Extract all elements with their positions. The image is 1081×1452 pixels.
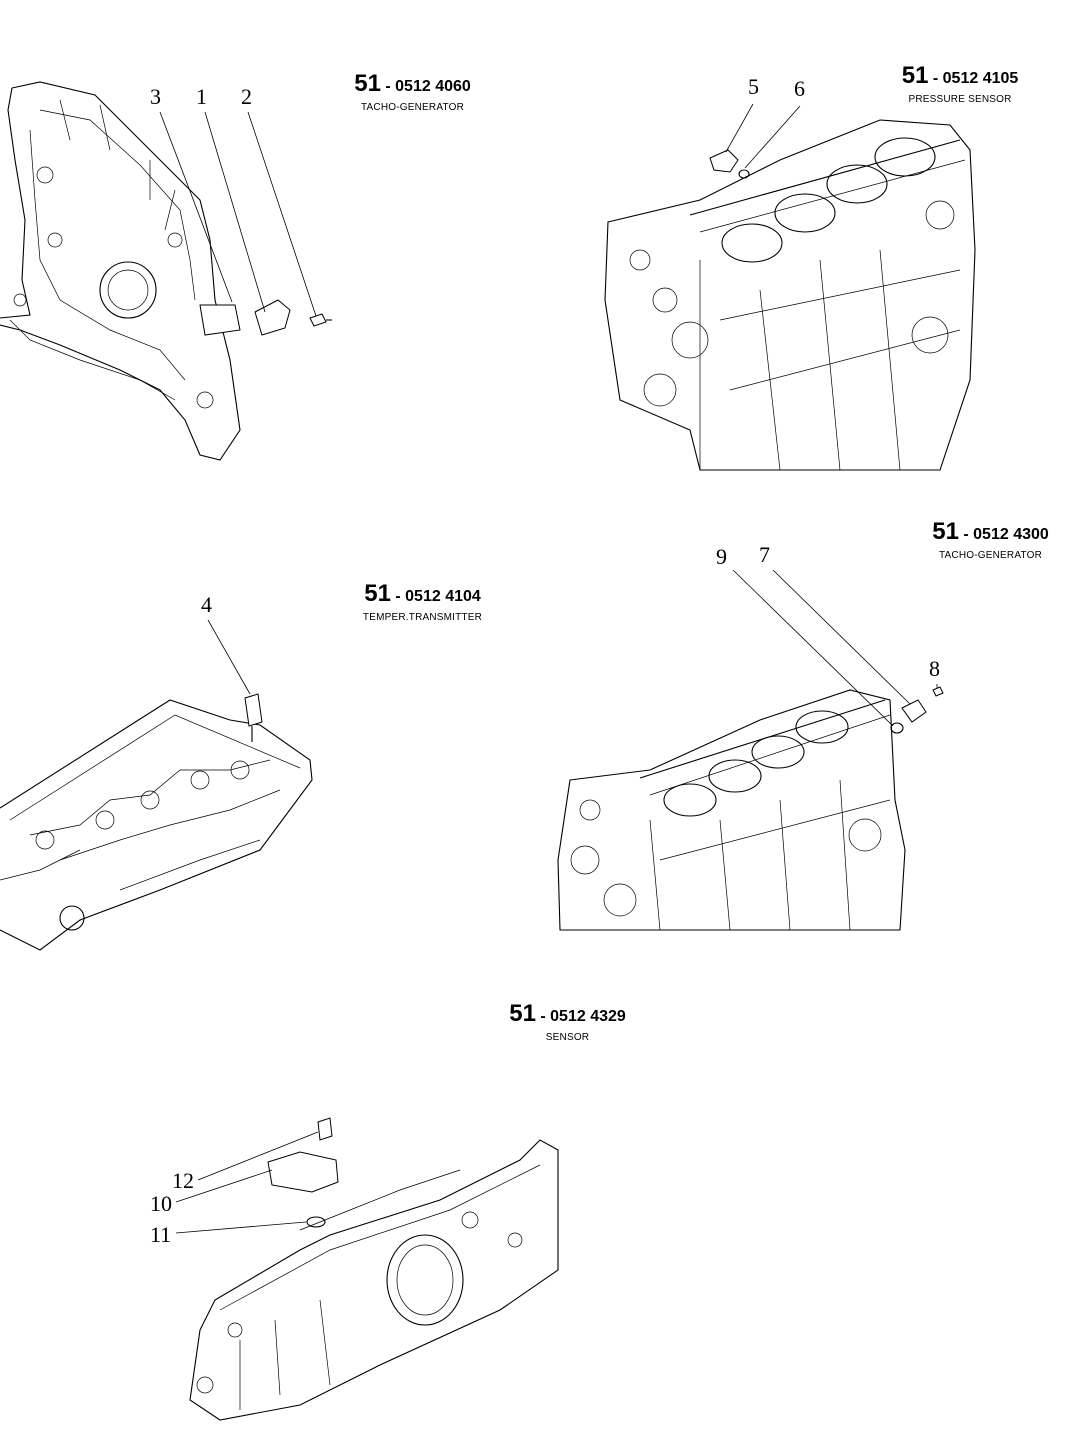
group-number: 51: [901, 62, 929, 89]
drawing-cylinder-head: [0, 693, 313, 951]
group-number: 51: [932, 518, 959, 545]
drawing-engine-block-top: [604, 119, 976, 471]
part-code: - 0512 4060: [385, 78, 471, 95]
callout-2: 2: [241, 84, 252, 109]
callout-5: 5: [748, 74, 759, 99]
callout-3: 3: [150, 84, 161, 109]
section-header: 51 - 0512 4060 TACHO-GENERATOR: [350, 70, 475, 113]
group-number: 51: [509, 1000, 536, 1027]
part-code: - 0512 4105: [932, 70, 1019, 87]
section-header: 51 - 0512 4300 TACHO-GENERATOR: [928, 518, 1053, 561]
section-title: 51 - 0512 4300: [928, 518, 1053, 546]
section-header: 51 - 0512 4105 PRESSURE SENSOR: [895, 62, 1025, 105]
drawing-valve-cover: [189, 1117, 559, 1421]
section-header: 51 - 0512 4104 TEMPER.TRANSMITTER: [360, 580, 485, 623]
section-title: 51 - 0512 4105: [895, 62, 1025, 90]
callout-11: 11: [150, 1222, 172, 1247]
callout-1: 1: [196, 84, 207, 109]
callout-9: 9: [716, 544, 727, 569]
section-header: 51 - 0512 4329 SENSOR: [500, 1000, 635, 1043]
callout-12: 12: [172, 1168, 194, 1193]
section-name: TEMPER.TRANSMITTER: [362, 612, 483, 623]
section-name: TACHO-GENERATOR: [360, 102, 464, 113]
group-number: 51: [364, 580, 391, 607]
drawing-timing-cover: [0, 81, 332, 461]
drawing-engine-block-side: [557, 686, 944, 931]
section-title: 51 - 0512 4060: [350, 70, 475, 98]
part-code: - 0512 4300: [963, 526, 1049, 543]
section-name: PRESSURE SENSOR: [908, 94, 1012, 105]
section-name: TACHO-GENERATOR: [938, 550, 1042, 561]
leader-lines: [159, 103, 938, 1234]
section-title: 51 - 0512 4104: [360, 580, 485, 608]
callout-8: 8: [929, 656, 940, 681]
part-code: - 0512 4104: [395, 588, 481, 605]
section-name: SENSOR: [545, 1032, 590, 1043]
callout-10: 10: [150, 1191, 172, 1216]
callout-4: 4: [201, 592, 212, 617]
section-title: 51 - 0512 4329: [500, 1000, 635, 1028]
callout-6: 6: [794, 76, 805, 101]
part-code: - 0512 4329: [540, 1008, 626, 1025]
group-number: 51: [354, 70, 381, 97]
callout-7: 7: [759, 542, 770, 567]
